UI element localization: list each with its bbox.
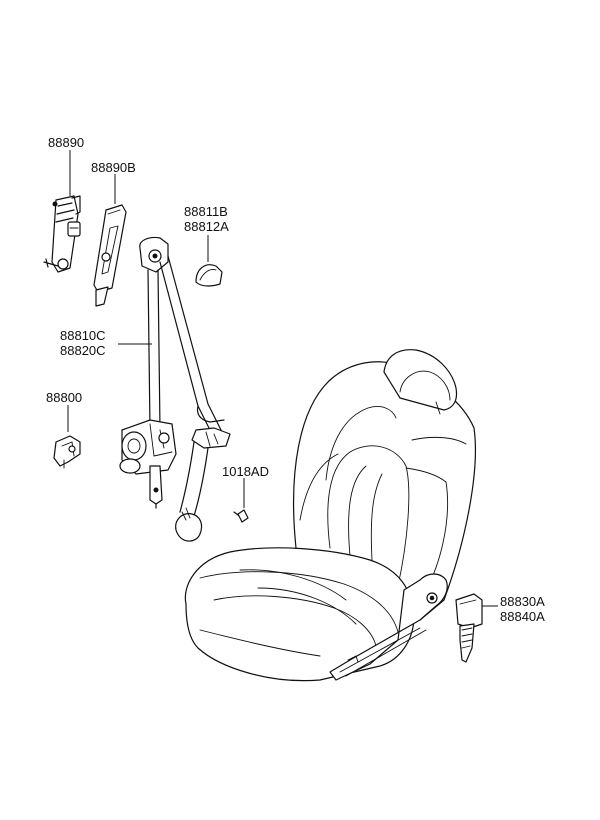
label-88800: 88800	[46, 390, 82, 405]
label-88840a: 88840A	[500, 609, 545, 624]
anchor-cap-88811b[interactable]	[195, 235, 223, 287]
label-88890b: 88890B	[91, 160, 136, 175]
height-adjuster-88890[interactable]	[43, 150, 81, 273]
bolt-1018ad[interactable]	[233, 478, 249, 523]
seat-belt-assembly-88810c[interactable]	[118, 236, 231, 542]
label-88820c: 88820C	[60, 343, 106, 358]
buckle-88830a[interactable]	[455, 593, 498, 663]
bracket-88800[interactable]	[53, 405, 81, 469]
seat-illustration	[184, 349, 476, 682]
adjuster-cover-88890b[interactable]	[93, 174, 127, 307]
label-88810c: 88810C	[60, 328, 106, 343]
label-88811b: 88811B	[184, 204, 228, 219]
label-88890: 88890	[48, 135, 84, 150]
label-1018ad: 1018AD	[222, 464, 269, 479]
label-88812a: 88812A	[184, 219, 229, 234]
label-88830a: 88830A	[500, 594, 545, 609]
